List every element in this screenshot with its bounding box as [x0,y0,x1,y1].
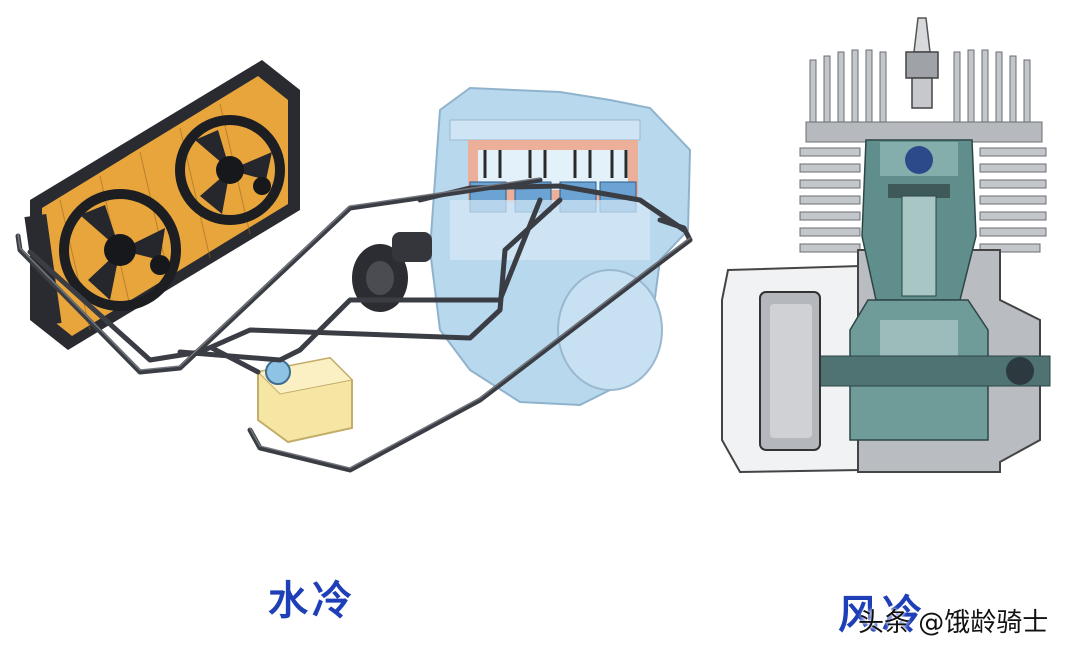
water-pump [352,232,432,312]
spark-plug [905,17,939,109]
air-cooling-label: 风冷 [838,592,926,638]
radiator-fan-left [59,189,181,311]
watermark: 头条 @饿龄骑士 [858,608,1049,638]
cylinder-head-fins [805,49,1043,143]
cylinder-barrel-fins [799,147,1047,253]
flywheel [759,291,821,451]
radiator-fan-right [175,115,285,225]
engine-block [428,86,692,407]
radiator [24,60,300,350]
air-cooling-illustration [721,17,1051,474]
water-cooling-label: 水冷 [268,578,356,624]
coolant-pipes [15,177,693,473]
coolant-reservoir [256,356,354,444]
water-cooling-illustration [15,60,693,473]
